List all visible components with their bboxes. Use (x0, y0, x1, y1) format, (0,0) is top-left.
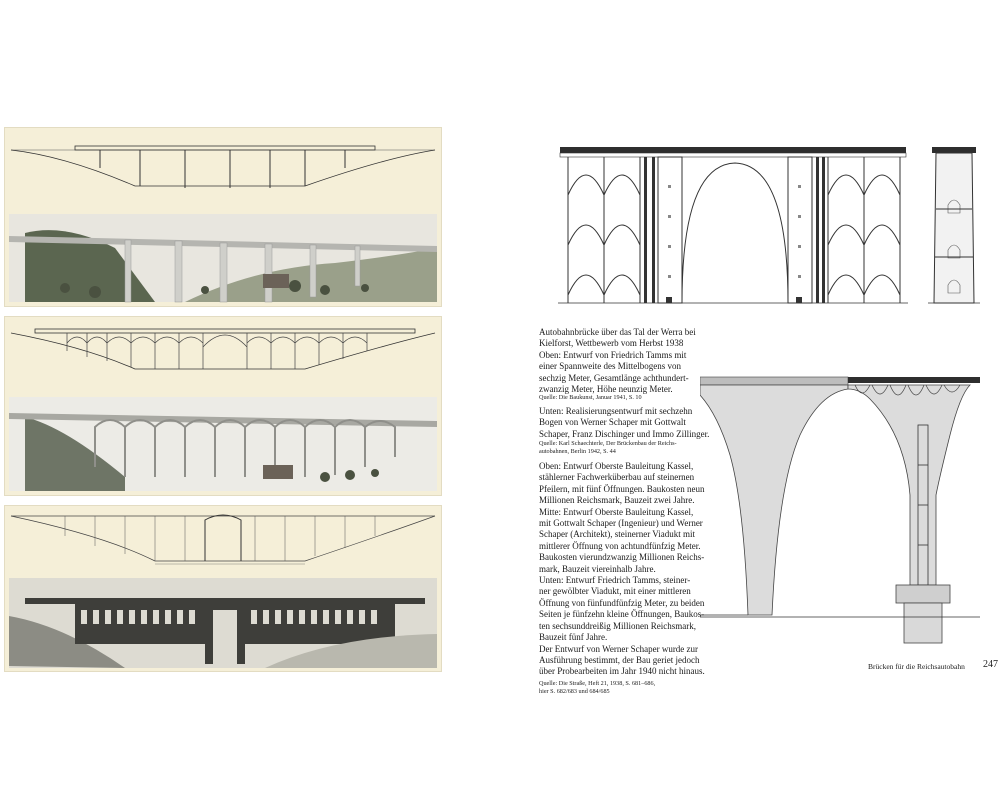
source-note-1: Quelle: Die Baukunst, Januar 1941, S. 10 (539, 394, 642, 402)
caption-line: Ausführung bestimmt, der Bau geriet jedo… (539, 654, 700, 665)
steel-truss-bridge-illustration (9, 145, 437, 303)
caption-line: Bogen von Werner Schaper mit Gottwalt (539, 417, 686, 428)
vaulted-viaduct-illustration (9, 514, 437, 668)
arch-and-pier-section-illustration (699, 376, 980, 644)
caption-line: Schaper, Franz Dischinger und Immo Zilli… (539, 428, 710, 439)
caption-line: ner gewölbter Viadukt, mit einer mittler… (539, 586, 691, 597)
panel-stone-viaduct-design (4, 316, 442, 496)
source-line: Quelle: Karl Schaechterle, Der Brückenba… (539, 440, 677, 447)
caption-line: Schaper (Architekt), steinerner Viadukt … (539, 529, 695, 540)
tower-side-elevation (928, 145, 980, 305)
source-line: autobahnen, Berlin 1942, S. 44 (539, 448, 616, 455)
caption-line: Oben: Entwurf Oberste Bauleitung Kassel, (539, 461, 694, 471)
caption-line: Kielforst, Wettbewerb vom Herbst 1938 (539, 338, 684, 349)
caption-line: Bauzeit fünf Jahre. (539, 632, 608, 643)
source-note-3: Quelle: Die Straße, Heft 21, 1938, S. 68… (539, 680, 655, 696)
source-line: hier S. 682/683 und 684/685 (539, 688, 610, 695)
caption-line: über Probearbeiten im Jahr 1940 nicht hi… (539, 666, 705, 677)
caption-line: mittlerer Öffnung von achtundfünfzig Met… (539, 540, 701, 551)
panel-vaulted-viaduct-design (4, 505, 442, 672)
caption-line: Millionen Reichsmark, Bauzeit zwei Jahre… (539, 495, 695, 506)
page-number: 247 (983, 659, 998, 670)
caption-unten: Unten: Realisierungsentwurf mit sechzehn… (539, 406, 709, 440)
caption-line: ten sechsunddreißig Millionen Reichsmark… (539, 620, 696, 631)
running-footer-title: Brücken für die Reichsautobahn (868, 662, 965, 671)
panel-steel-truss-design (4, 127, 442, 307)
caption-comparison: Oben: Entwurf Oberste Bauleitung Kassel,… (539, 461, 705, 678)
source-note-2: Quelle: Karl Schaechterle, Der Brückenba… (539, 440, 677, 456)
viaduct-elevation-illustration (558, 147, 908, 304)
source-line: Quelle: Die Baukunst, Januar 1941, S. 10 (539, 394, 642, 401)
caption-line: Autobahnbrücke über das Tal der Werra be… (539, 327, 696, 337)
arch-section-drawing (699, 375, 980, 645)
caption-line: Pfeilern, mit fünf Öffnungen. Baukosten … (539, 483, 705, 494)
caption-line: Unten: Entwurf Friedrich Tamms, steiner- (539, 575, 691, 586)
caption-line: Mitte: Entwurf Oberste Bauleitung Kassel… (539, 506, 694, 517)
caption-line: mark, Bauzeit viereinhalb Jahre. (539, 563, 656, 574)
caption-main: Autobahnbrücke über das Tal der Werra be… (539, 327, 696, 395)
caption-line: stählerner Fachwerküberbau auf steinerne… (539, 472, 695, 483)
caption-line: sechzig Meter, Gesamtlänge achthundert- (539, 372, 689, 383)
caption-line: Oben: Entwurf von Friedrich Tamms mit (539, 349, 687, 360)
stone-viaduct-illustration (9, 328, 437, 491)
caption-line: mit Gottwalt Schaper (Ingenieur) und Wer… (539, 518, 703, 529)
caption-line: Unten: Realisierungsentwurf mit sechzehn (539, 406, 693, 416)
caption-line: Der Entwurf von Werner Schaper wurde zur (539, 643, 699, 654)
source-line: Quelle: Die Straße, Heft 21, 1938, S. 68… (539, 680, 656, 687)
caption-line: zwanzig Meter, Höhe neunzig Meter. (539, 384, 673, 395)
caption-line: Seiten je fünfzehn kleine Öffnungen, Bau… (539, 609, 705, 620)
caption-line: einer Spannweite des Mittelbogens von (539, 361, 681, 372)
caption-line: Öffnung von fünfundfünfzig Meter, zu bei… (539, 597, 705, 608)
pier-side-view-illustration (928, 147, 980, 304)
caption-line: Baukosten vierundzwanzig Millionen Reich… (539, 552, 705, 563)
main-elevation-drawing (558, 145, 908, 305)
